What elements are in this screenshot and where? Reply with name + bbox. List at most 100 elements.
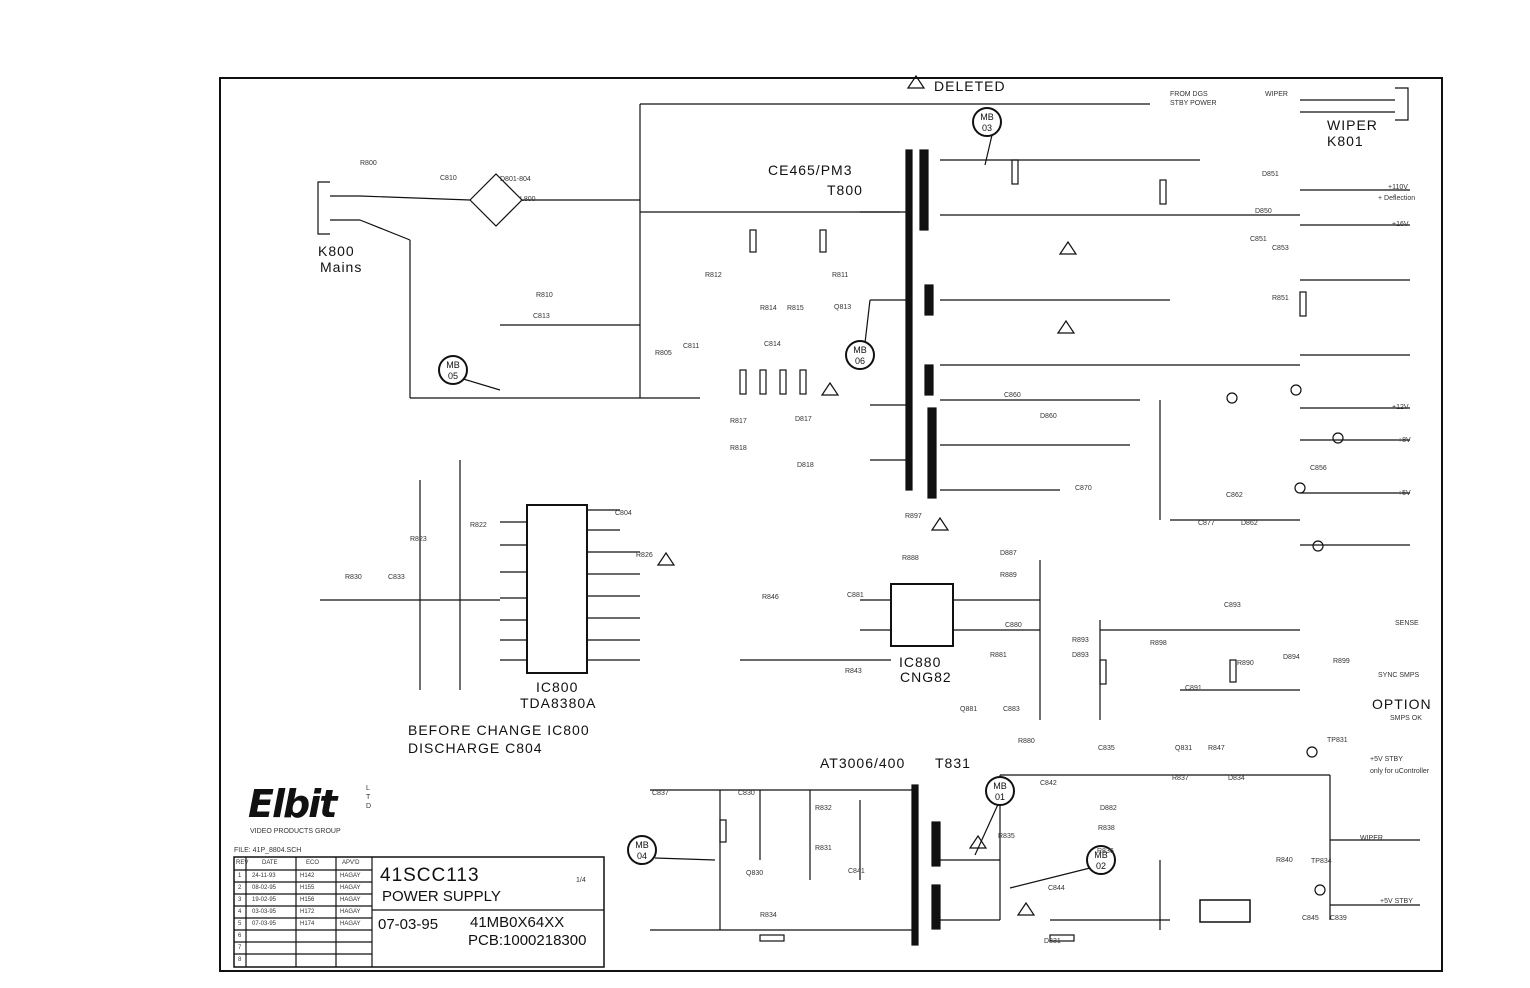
wiper-label: WIPER	[1327, 117, 1378, 133]
rev-row-num: 2	[238, 885, 242, 891]
component-label: R893	[1072, 637, 1089, 644]
signal-label: WIPER	[1360, 835, 1383, 842]
component-label: R818	[730, 445, 747, 452]
rev-row-apvd: HAGAY	[340, 897, 361, 903]
rev-row-num: 7	[238, 945, 242, 951]
drawing-title: POWER SUPPLY	[382, 888, 501, 905]
component-label: C837	[652, 790, 669, 797]
rev-row-apvd: HAGAY	[340, 909, 361, 915]
rev-row-num: 5	[238, 921, 242, 927]
component-label: D851	[1262, 171, 1279, 178]
component-label: D834	[1228, 775, 1245, 782]
component-label: R830	[345, 574, 362, 581]
component-label: R815	[787, 305, 804, 312]
rev-header-date: DATE	[262, 860, 278, 866]
component-label: D887	[1000, 550, 1017, 557]
component-label: R888	[902, 555, 919, 562]
component-label: C839	[1330, 915, 1347, 922]
rev-row-eco: H174	[300, 921, 315, 927]
component-label: C814	[764, 341, 781, 348]
file-label: FILE: 41P_8804.SCH	[234, 847, 302, 854]
component-label: R823	[410, 536, 427, 543]
rev-row-num: 1	[238, 873, 242, 879]
component-label: R832	[815, 805, 832, 812]
schematic-border	[219, 77, 1443, 972]
component-label: R843	[845, 668, 862, 675]
component-label: Q881	[960, 706, 978, 713]
before-change-note: BEFORE CHANGE IC800	[408, 722, 590, 738]
at3006-label: AT3006/400	[820, 755, 906, 771]
logo-ltd: L T D	[366, 785, 372, 810]
rev-row-num: 6	[238, 933, 242, 939]
component-label: C853	[1272, 245, 1289, 252]
component-label: TP831	[1327, 737, 1348, 744]
signal-label: STBY POWER	[1170, 100, 1217, 107]
rev-row-date: 08-02-95	[252, 885, 277, 891]
ic880-body	[890, 583, 954, 647]
component-label: C813	[533, 313, 550, 320]
rev-header-rev: REV	[236, 860, 249, 866]
component-label: R834	[760, 912, 777, 919]
component-label: R837	[1172, 775, 1189, 782]
signal-label: + Deflection	[1378, 195, 1416, 202]
component-label: D831	[1044, 938, 1061, 945]
component-label: TP834	[1311, 858, 1332, 865]
component-label: R805	[655, 350, 672, 357]
signal-label: SENSE	[1395, 620, 1419, 627]
component-label: R899	[1333, 658, 1350, 665]
rev-row-date: 03-03-95	[252, 909, 277, 915]
component-label: R881	[990, 652, 1007, 659]
signal-label: SMPS OK	[1390, 715, 1422, 722]
component-label: R817	[730, 418, 747, 425]
rev-row-num: 8	[238, 957, 242, 963]
t800-label: T800	[827, 182, 863, 198]
component-label: R898	[1150, 640, 1167, 647]
component-label: C883	[1003, 706, 1020, 713]
component-label: R811	[832, 272, 849, 279]
k800-label: K800	[318, 243, 355, 259]
division-label: VIDEO PRODUCTS GROUP	[250, 828, 341, 835]
mains-label: Mains	[320, 259, 363, 275]
signal-label: only for uController	[1370, 768, 1430, 775]
component-label: D882	[1100, 805, 1117, 812]
component-label: C804	[615, 510, 632, 517]
component-label: C810	[440, 175, 457, 182]
pcb-number: PCB:1000218300	[468, 932, 587, 949]
t831-label: T831	[935, 755, 971, 771]
component-label: R835	[998, 833, 1015, 840]
component-label: R840	[1276, 857, 1293, 864]
ce465-label: CE465/PM3	[768, 162, 853, 178]
rev-row-eco: H155	[300, 885, 315, 891]
signal-label: FROM DGS	[1170, 91, 1208, 98]
ic800-label: IC800	[536, 679, 579, 695]
component-label: C835	[1098, 745, 1115, 752]
rev-row-num: 3	[238, 897, 242, 903]
component-label: C891	[1185, 685, 1202, 692]
component-label: R880	[1018, 738, 1035, 745]
signal-label: +5V STBY	[1370, 756, 1403, 763]
signal-label: +12V	[1392, 404, 1409, 411]
component-label: C881	[847, 592, 864, 599]
rev-row-eco: H156	[300, 897, 315, 903]
component-label: C845	[1302, 915, 1319, 922]
tda-label: TDA8380A	[520, 695, 597, 711]
component-label: C851	[1250, 236, 1267, 243]
component-label: R851	[1272, 295, 1289, 302]
rev-row-num: 4	[238, 909, 242, 915]
component-label: D817	[795, 416, 812, 423]
rev-row-apvd: HAGAY	[340, 885, 361, 891]
rev-row-apvd: HAGAY	[340, 921, 361, 927]
component-label: D860	[1040, 413, 1057, 420]
drawing-date: 07-03-95	[378, 916, 439, 933]
component-label: Q830	[746, 870, 764, 877]
component-label: C893	[1224, 602, 1241, 609]
component-label: Q831	[1175, 745, 1193, 752]
rev-row-date: 19-02-95	[252, 897, 277, 903]
component-label: D818	[797, 462, 814, 469]
component-label: R889	[1000, 572, 1017, 579]
component-label: C841	[848, 868, 865, 875]
